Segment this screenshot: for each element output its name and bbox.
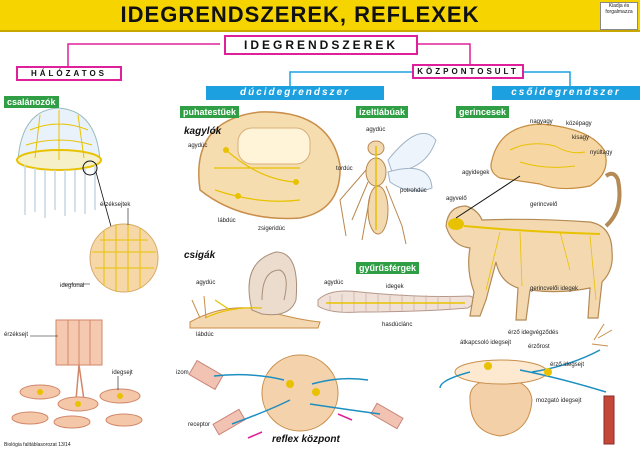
title-bar [0,0,640,32]
label-nagyagy: nagyagy [530,119,553,125]
label-agyidegek: agyidegek [462,170,490,176]
label-potrohduc: potrohdúc [400,188,427,194]
connector-left [67,43,220,66]
tag-csalanozok: csalánozók [4,96,59,108]
label-idegsejt: idegsejt [112,370,133,376]
label-receptor: receptor [188,422,211,428]
logo-text: Kiadja és forgalmazza [605,3,633,15]
brain-illustration [490,123,607,190]
label-gerincveloi-idegek: gerincvelői idegek [530,286,579,292]
label-torduc: tordúc [336,166,353,172]
label-erzeksejt: érzéksejt [4,332,29,338]
tag-gerincesek: gerincesek [456,106,510,118]
subtitle-reflex: reflex központ [272,434,340,445]
label-erzorost: érzőrost [528,344,550,350]
page-title: IDEGRENDSZEREK, REFLEXEK [120,2,480,27]
label-nyultagy: nyúltagy [590,150,613,156]
insect-illustration [339,132,437,245]
snail-illustration [189,251,321,329]
label-zsigeriduc: zsigeridúc [258,226,286,232]
publisher-logo: Kiadja és forgalmazza [600,2,638,30]
connector-right [412,43,471,66]
top-box: IDEGRENDSZEREK [224,35,418,55]
label-mozgato-idegsejt: mozgató idegsejt [536,398,582,404]
label-labduc-kagylo: lábdúc [218,218,236,224]
jellyfish-illustration [16,107,113,231]
label-agyduc-csiga: agydúc [196,280,216,286]
label-izom: izom [176,370,189,376]
label-agyvelo: agyvelő [446,196,467,202]
spinal-cord-illustration [439,323,615,445]
footer-text: Biológia falitáblasorozat 13/14 [4,442,71,448]
label-erzo-idegsejt: érző idegsejt [550,362,585,368]
worm-illustration [317,290,475,313]
label-hasduclanc: hasdúclánc [382,322,413,328]
label-kozepagy: középagy [566,121,592,127]
label-atkapcsolo-idegsejt: átkapcsoló idegsejt [460,340,512,346]
label-agyduc-fereg: agydúc [324,280,344,286]
tag-izeltlabuak: ízeltlábúak [356,106,409,118]
label-agyduc-rovar: agydúc [366,127,386,133]
subtitle-csigak: csigák [184,250,216,261]
label-idegfonal: idegfonal [60,283,85,289]
subtitle-kagylok: kagylók [184,126,222,137]
connector-duci [289,71,412,86]
branch-kozpontosult: KÖZPONTOSULT [412,64,524,79]
sensory-cells-illustration [11,319,143,429]
label-gerincvelo: gerincvelő [530,202,558,208]
reflex-arc-illustration [188,354,404,439]
tag-csoi: csőidegrendszer [492,86,640,100]
connector-csoi [520,71,571,86]
cat-illustration [445,171,622,321]
label-idegek-fereg: idegek [386,284,404,290]
nerve-net-zoom [62,208,159,293]
tag-puhatestuek: puhatestűek [180,106,240,118]
label-agyduc-kagylo: agydúc [188,143,208,149]
tag-duci: dúcidegrendszer [206,86,384,100]
label-erzo-idegvegzodes: érző idegvégződés [508,330,559,336]
tag-gyurusfergek: gyűrűsférgek [356,262,420,274]
label-erzeksejtek: érzéksejtek [100,202,131,208]
label-kisagy: kisagy [572,135,590,141]
label-labduc-csiga: lábdúc [196,332,214,338]
branch-halozatos: HÁLÓZATOS [16,66,122,81]
clam-illustration [198,111,341,220]
